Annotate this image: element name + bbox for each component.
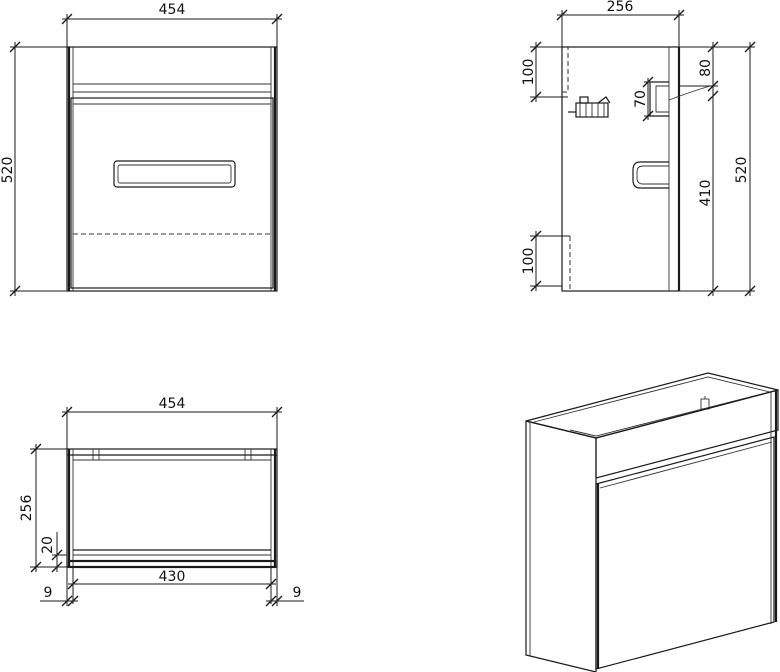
side-height-label: 520 (734, 157, 750, 184)
side-bottom-offset-label: 100 (521, 248, 537, 275)
wall-bracket-icon (700, 396, 710, 410)
side-bracket-offset-label: 80 (698, 59, 714, 77)
top-view-body (66, 448, 278, 568)
side-lower-height-label: 410 (698, 180, 714, 207)
front-view-body (66, 46, 278, 292)
top-depth-label: 256 (19, 495, 35, 522)
top-inner-width-label: 430 (159, 569, 186, 585)
side-view-body (561, 46, 680, 292)
isometric-drawer-front (595, 436, 775, 670)
side-view: 256 100 100 80 70 410 (521, 0, 756, 297)
side-top-offset-label: 100 (521, 59, 537, 86)
top-base-thickness-label: 20 (40, 536, 56, 554)
top-right-panel-label: 9 (293, 585, 302, 601)
front-height-label: 520 (0, 157, 16, 184)
isometric-front-rail (595, 389, 779, 479)
top-view: 454 256 20 430 9 9 (19, 396, 304, 607)
isometric-top (525, 372, 779, 439)
front-view-drawer-front (70, 97, 274, 289)
wall-bracket-icon (568, 96, 611, 118)
isometric-side-panel (525, 420, 597, 672)
isometric-view (525, 372, 779, 672)
side-depth-label: 256 (607, 0, 634, 15)
top-view-drawer-front (67, 559, 277, 569)
front-view: 454 520 (0, 2, 283, 297)
top-width-label: 454 (159, 396, 186, 412)
front-view-handle (113, 160, 236, 188)
side-view-handle (632, 161, 669, 189)
top-left-panel-label: 9 (44, 585, 53, 601)
side-bracket-height-label: 70 (633, 90, 649, 108)
front-width-label: 454 (159, 2, 186, 18)
